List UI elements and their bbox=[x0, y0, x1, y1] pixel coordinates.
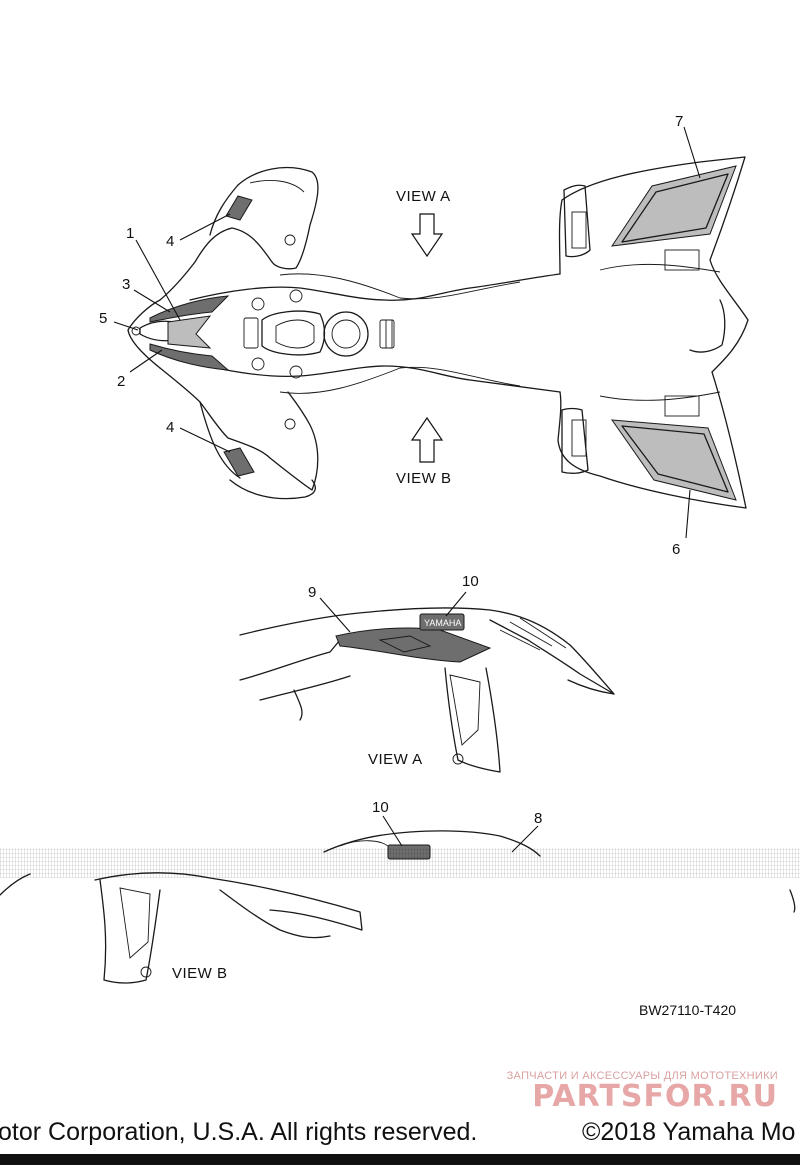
svg-text:VIEW B: VIEW B bbox=[396, 470, 452, 487]
callout-1: 1 bbox=[126, 225, 134, 242]
bottom-bar bbox=[0, 1154, 800, 1165]
callout-4-lower: 4 bbox=[166, 419, 174, 436]
scan-noise-band bbox=[0, 848, 800, 878]
copyright-right: ©2018 Yamaha Mo bbox=[582, 1118, 796, 1146]
decal-6 bbox=[610, 419, 737, 501]
footer: otor Corporation, U.S.A. All rights rese… bbox=[0, 1118, 800, 1154]
view-a-detail: YAMAHA 9 10 VIEW A bbox=[239, 573, 615, 773]
top-view-body bbox=[127, 156, 749, 509]
callout-8: 8 bbox=[534, 810, 542, 827]
view-b-detail: 10 8 VIEW B bbox=[0, 799, 796, 984]
part-code: BW27110-T420 bbox=[639, 1002, 737, 1018]
watermark: ЗАПЧАСТИ И АКСЕССУАРЫ ДЛЯ МОТОТЕХНИКИ PA… bbox=[507, 1070, 778, 1112]
svg-text:VIEW A: VIEW A bbox=[396, 188, 451, 205]
svg-text:VIEW B: VIEW B bbox=[172, 965, 228, 982]
decal-7 bbox=[610, 165, 737, 247]
callouts-top-view: 1 2 3 4 4 5 6 7 bbox=[99, 113, 701, 558]
callout-3: 3 bbox=[122, 276, 130, 293]
decal-10-view-b bbox=[387, 844, 431, 860]
callout-7: 7 bbox=[675, 113, 683, 130]
view-b-arrow: VIEW B bbox=[396, 416, 452, 487]
svg-text:YAMAHA: YAMAHA bbox=[424, 618, 461, 628]
watermark-brand: PARTSFOR.RU bbox=[532, 1079, 778, 1114]
watermark-subtitle: ЗАПЧАСТИ И АКСЕССУАРЫ ДЛЯ МОТОТЕХНИКИ bbox=[506, 1070, 778, 1082]
decal-3 bbox=[149, 295, 230, 323]
decal-1 bbox=[167, 315, 212, 349]
decal-2 bbox=[149, 343, 230, 371]
decal-9 bbox=[335, 627, 492, 663]
decal-10-view-a bbox=[419, 613, 465, 631]
svg-text:VIEW A: VIEW A bbox=[368, 751, 423, 768]
decal-4-upper bbox=[225, 195, 253, 221]
callout-10-view-b: 10 bbox=[372, 799, 389, 816]
callout-5: 5 bbox=[99, 310, 107, 327]
copyright-left: otor Corporation, U.S.A. All rights rese… bbox=[0, 1118, 478, 1146]
callout-4-upper: 4 bbox=[166, 233, 174, 250]
callout-2: 2 bbox=[117, 373, 125, 390]
decal-4-lower bbox=[223, 447, 255, 477]
callout-9: 9 bbox=[308, 584, 316, 601]
callout-6: 6 bbox=[672, 541, 680, 558]
callout-10-view-a: 10 bbox=[462, 573, 479, 590]
view-a-arrow: VIEW A bbox=[396, 188, 451, 258]
